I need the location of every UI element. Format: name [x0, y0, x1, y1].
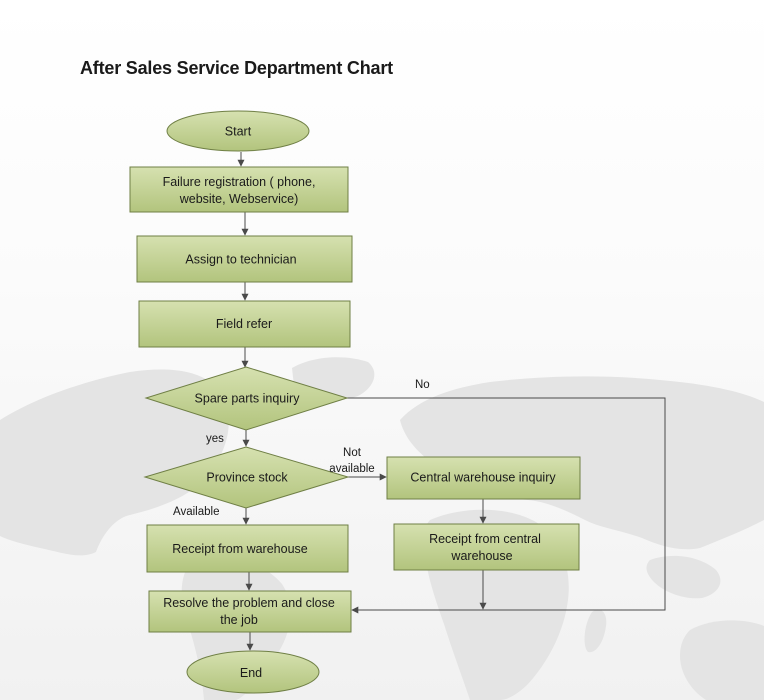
receipt-from-central-label-line2: warehouse: [450, 549, 512, 563]
world-map-background: [0, 357, 764, 700]
province-stock-label: Province stock: [206, 471, 288, 485]
edge-label-available: Available: [173, 506, 219, 518]
failure-registration-label-line2: website, Webservice): [179, 192, 299, 206]
map-madagascar: [584, 609, 607, 653]
connectors: [237, 152, 666, 651]
map-australia: [680, 620, 764, 700]
end-node: End: [186, 650, 320, 694]
receipt-from-warehouse-node: Receipt from warehouse: [146, 524, 349, 573]
resolve-problem-node: Resolve the problem and close the job: [148, 590, 352, 633]
failure-registration-label-line1: Failure registration ( phone,: [163, 175, 316, 189]
receipt-from-warehouse-label: Receipt from warehouse: [172, 542, 308, 556]
map-southeast-asia: [646, 555, 721, 599]
diagram-title: After Sales Service Department Chart: [80, 58, 393, 78]
field-refer-node: Field refer: [138, 300, 351, 348]
receipt-from-central-node: Receipt from central warehouse: [393, 523, 580, 571]
start-node: Start: [166, 110, 310, 152]
map-europe-asia: [400, 376, 764, 550]
start-label: Start: [225, 125, 252, 139]
spare-parts-inquiry-label: Spare parts inquiry: [195, 392, 301, 406]
connector-spare-no-resolve: [347, 397, 666, 614]
edge-label-not-available-line1: Not: [343, 447, 362, 459]
edge-label-no: No: [415, 379, 430, 391]
edge-label-yes: yes: [206, 433, 224, 445]
map-north-america: [0, 369, 229, 556]
edge-label-not-available-line2: available: [329, 463, 374, 475]
resolve-problem-label-line2: the job: [220, 613, 258, 627]
resolve-problem-label-line1: Resolve the problem and close: [163, 596, 335, 610]
receipt-from-central-label-line1: Receipt from central: [429, 532, 541, 546]
assign-technician-node: Assign to technician: [136, 235, 353, 283]
spare-parts-inquiry-decision: Spare parts inquiry: [144, 366, 349, 431]
assign-technician-label: Assign to technician: [185, 253, 296, 267]
central-warehouse-inquiry-node: Central warehouse inquiry: [386, 456, 581, 500]
central-warehouse-inquiry-label: Central warehouse inquiry: [410, 471, 556, 485]
failure-registration-node: Failure registration ( phone, website, W…: [129, 166, 349, 213]
end-label: End: [240, 666, 262, 680]
field-refer-label: Field refer: [216, 317, 272, 331]
province-stock-decision: Province stock: [143, 446, 350, 509]
